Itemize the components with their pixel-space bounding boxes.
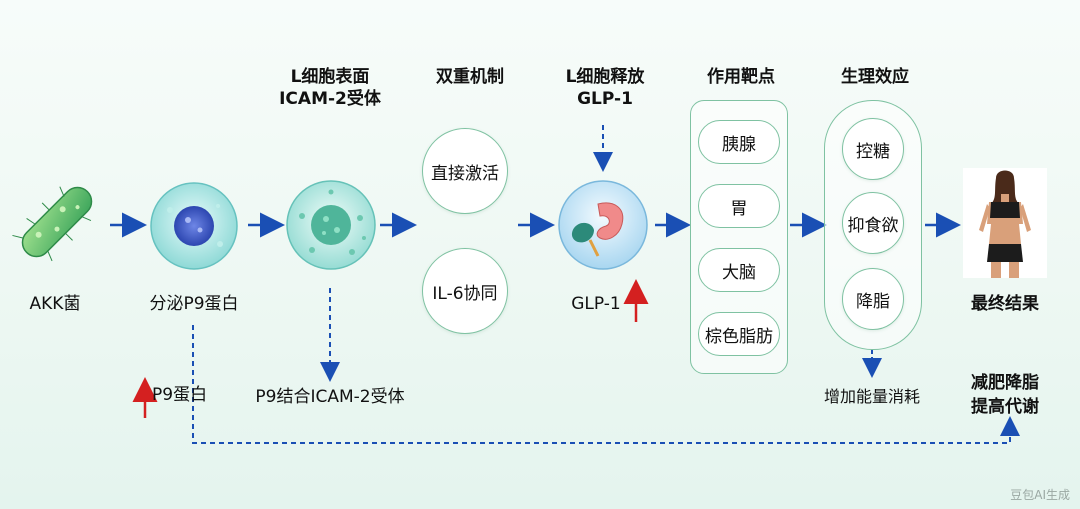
targets-head: 作用靶点 (707, 67, 775, 87)
icam-cell-icon (286, 180, 376, 270)
effect-glucose-control: 控糖 (842, 118, 904, 180)
effects-head: 生理效应 (841, 67, 909, 87)
target-brown-fat: 棕色脂肪 (698, 312, 780, 356)
effects-note: 增加能量消耗 (823, 387, 920, 406)
p9-cell-icon (150, 182, 238, 270)
feedback-loop-dashed (192, 325, 1020, 444)
glp1-head-line2: GLP-1 (577, 89, 633, 109)
akk-bacterium-icon (12, 186, 93, 262)
mechanism-il6-synergy: IL-6协同 (422, 248, 508, 334)
result-note-line1: 减肥降脂 (971, 373, 1039, 393)
target-brain: 大脑 (698, 248, 780, 292)
result-note-line2: 提高代谢 (971, 397, 1039, 417)
p9-increase-label: P9蛋白 (152, 385, 208, 405)
fit-woman-icon (963, 168, 1047, 278)
mechanism-direct-activation: 直接激活 (422, 128, 508, 214)
glp1-head-line1: L细胞释放 (565, 67, 645, 87)
target-pancreas: 胰腺 (698, 120, 780, 164)
watermark: 豆包AI生成 (1010, 488, 1070, 502)
icam-head-line2: ICAM-2受体 (279, 89, 381, 109)
target-stomach: 胃 (698, 184, 780, 228)
p9-binding-label: P9结合ICAM-2受体 (255, 387, 405, 407)
akk-label: AKK菌 (29, 294, 81, 314)
stomach-pancreas-icon (558, 180, 648, 270)
icam-head-line1: L细胞表面 (290, 67, 370, 87)
effect-lipid-lowering: 降脂 (842, 268, 904, 330)
result-label: 最终结果 (971, 294, 1039, 314)
mechanism-head: 双重机制 (436, 67, 504, 87)
p9-secrete-label: 分泌P9蛋白 (149, 294, 239, 314)
effect-appetite-suppression: 抑食欲 (842, 192, 904, 254)
glp1-label: GLP-1 (571, 294, 621, 314)
